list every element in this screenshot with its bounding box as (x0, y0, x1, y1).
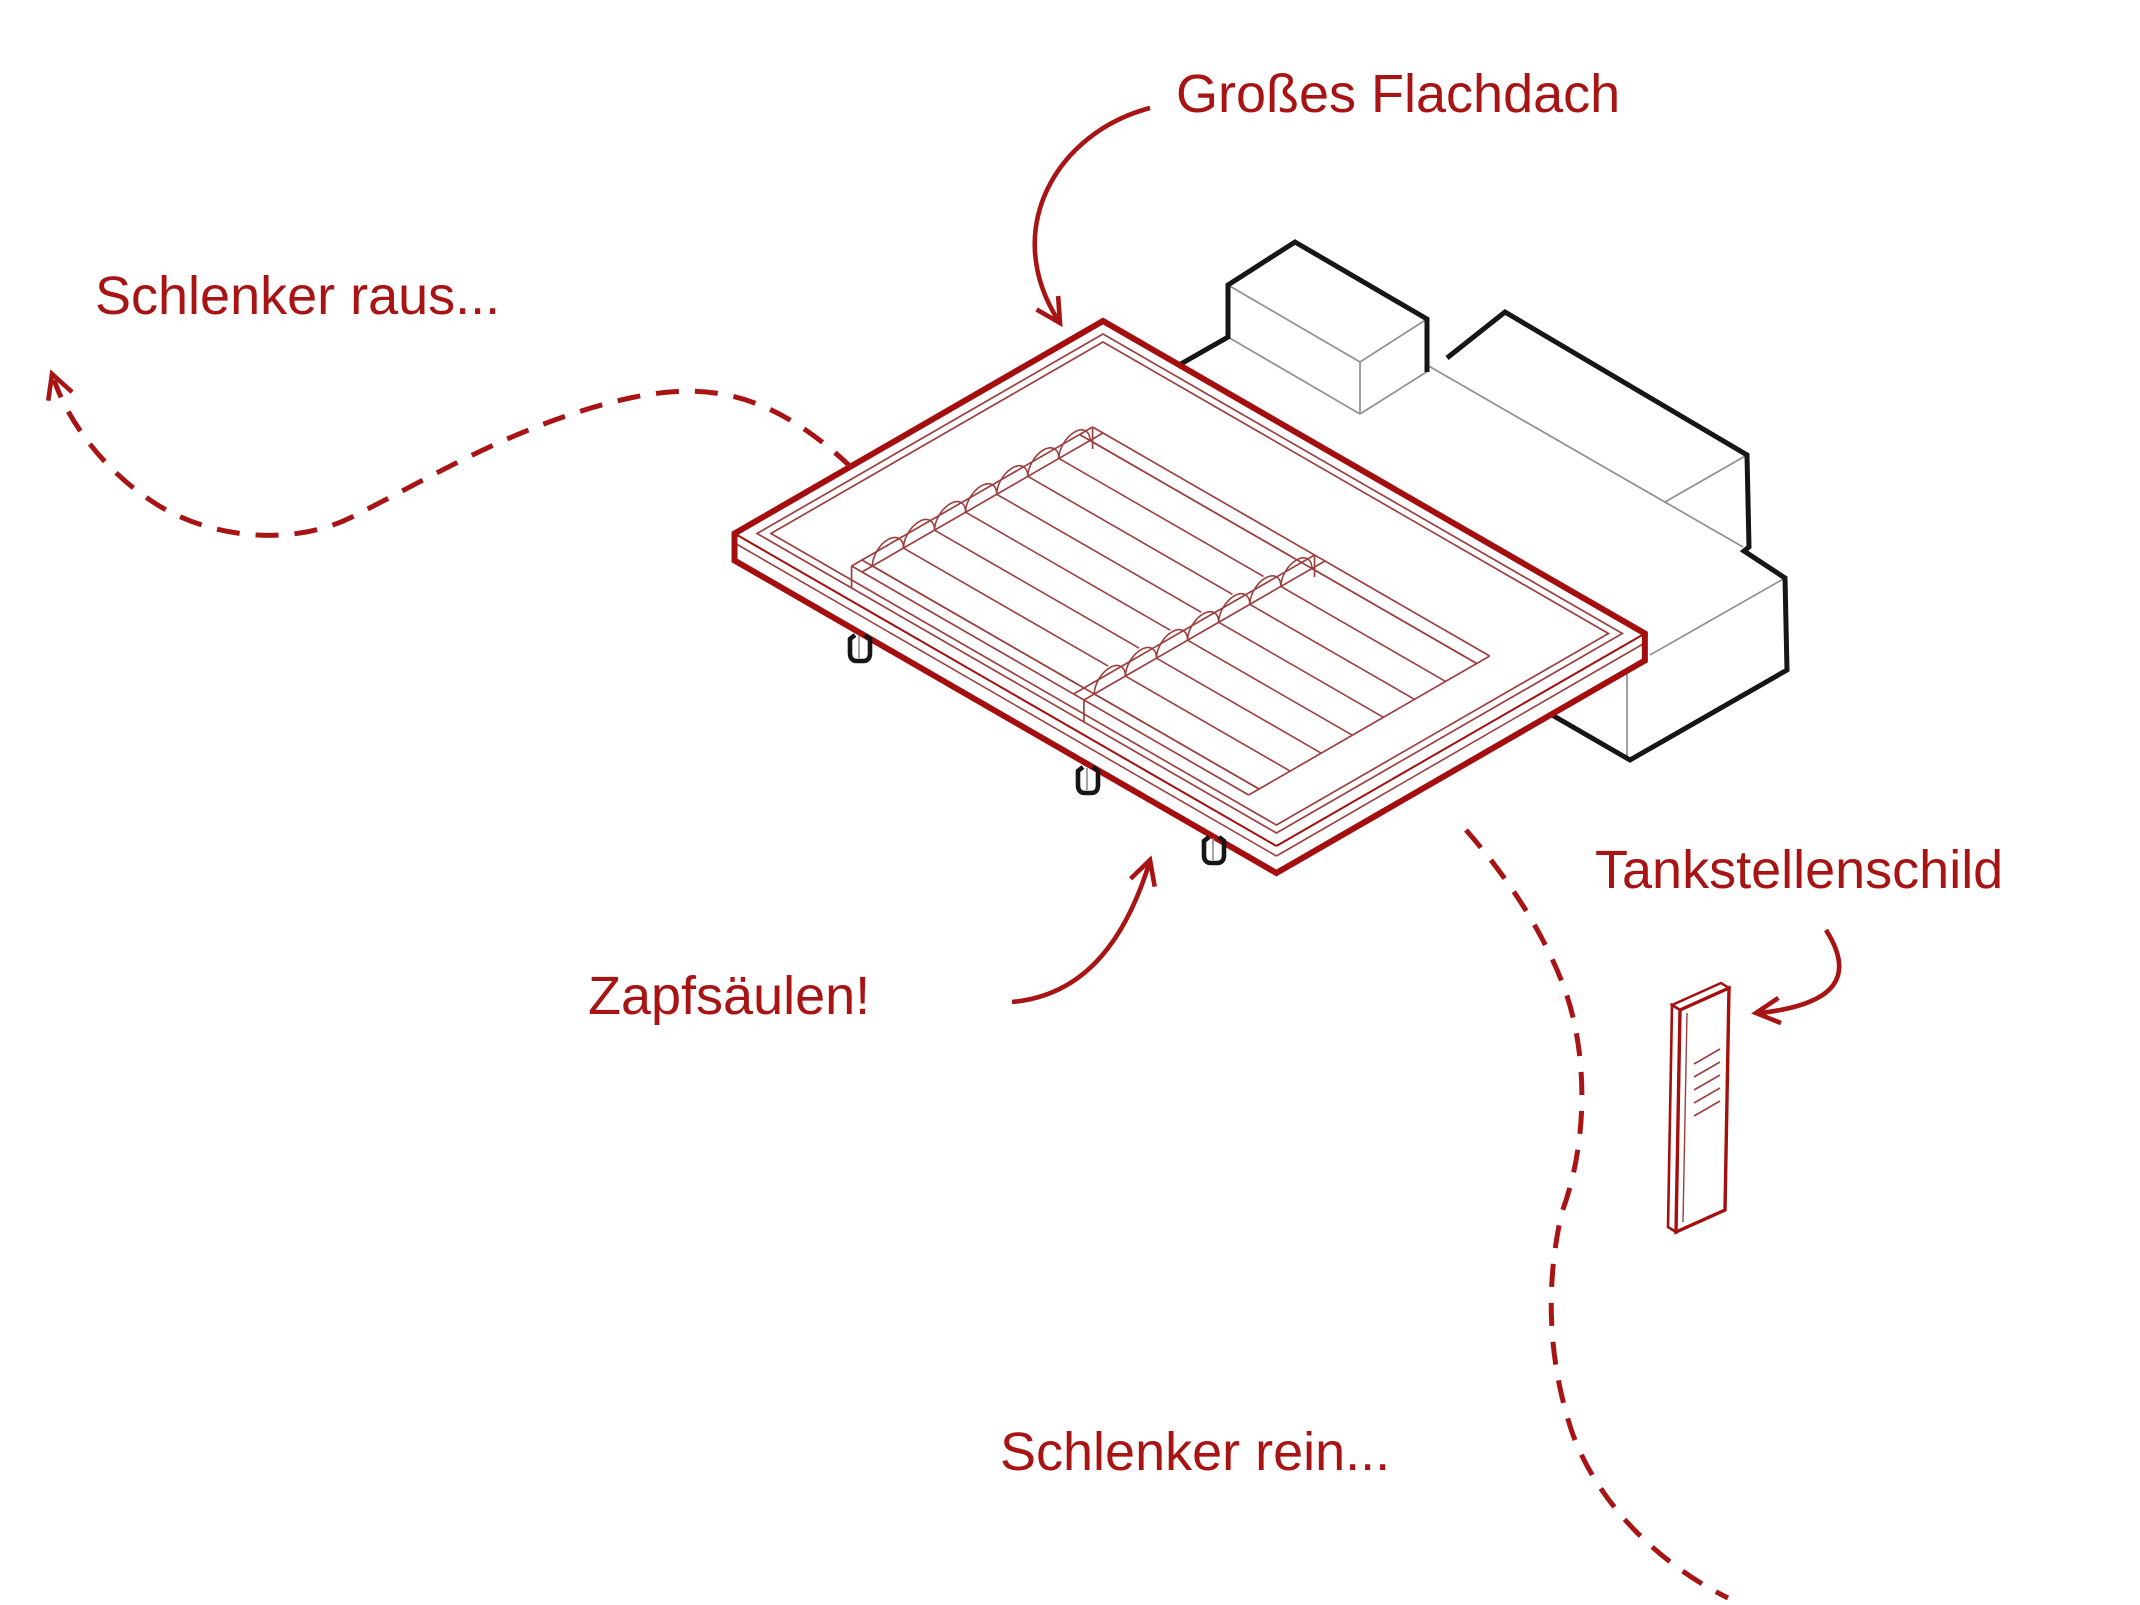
fuel-pump-icon (1201, 835, 1227, 866)
vault-arch (1058, 429, 1091, 459)
sign-text-hatch (1693, 1048, 1721, 1065)
flat-roof-arrowhead (1035, 295, 1063, 328)
fuel-pumps-label: Zapfsäulen! (588, 966, 871, 1026)
rooftop-box-edge (1227, 336, 1361, 415)
vault-valley-line (934, 529, 1140, 649)
flat-roof-label: Großes Flachdach (1176, 64, 1621, 124)
rooftop-box-face (1228, 285, 1360, 414)
rooftop-box-edge (1359, 370, 1429, 415)
vault-valley-line (1280, 585, 1446, 683)
fuel-pumps-arrowhead (1128, 855, 1157, 887)
vault-arch (1186, 610, 1220, 641)
vault-valley-line (1311, 567, 1478, 665)
vault-arch (1280, 557, 1313, 587)
vault-arch (933, 500, 967, 531)
vault-arch (871, 536, 905, 567)
rooftop-box-silhouette (1170, 239, 1430, 372)
flat-roof-arrow (1032, 105, 1151, 322)
roof-edge-line (735, 542, 1277, 857)
ceiling-beam-line (1083, 560, 1326, 701)
station-sign-arrowhead (1751, 995, 1782, 1026)
vault-valley-line (1125, 675, 1291, 772)
sign-text-hatch (1693, 1061, 1721, 1078)
exit-swerve-dashed-path (51, 379, 854, 538)
vault-arch (1093, 664, 1127, 695)
vault-valley-line (903, 547, 1109, 667)
roof-fascia-line (755, 333, 1625, 834)
rooftop-box-edge (1359, 318, 1428, 363)
pump-outline (847, 633, 873, 664)
roof-crease (734, 532, 1277, 847)
roof-side-face (734, 533, 1277, 873)
vault-valley-line (1058, 457, 1264, 578)
vault-valley-line (1249, 603, 1415, 701)
roof-fascia-line (769, 341, 1611, 826)
building-edge (1649, 577, 1786, 656)
canopy-flat-roof (731, 317, 1648, 877)
building-edge (1664, 454, 1748, 503)
ceiling-beam-line (861, 432, 1104, 573)
rooftop-box-face (1228, 242, 1427, 362)
ceiling-beam-line (851, 426, 1094, 567)
building-edge (1419, 360, 1744, 548)
ceiling-beam-line (1092, 426, 1491, 657)
pump-outline (1075, 765, 1101, 796)
vault-valley-line (1089, 439, 1296, 560)
vault-arch (1155, 628, 1189, 659)
vault-valley-line (1218, 621, 1384, 718)
station-building (1170, 239, 1790, 763)
fuel-pump-icon (1075, 765, 1101, 796)
vault-valley-line (965, 511, 1171, 631)
sign-text-hatch (1693, 1074, 1721, 1091)
vault-arch (1027, 447, 1060, 477)
vault-arch (902, 518, 936, 549)
ceiling-beam-line (1073, 554, 1315, 695)
building-silhouette (1445, 308, 1790, 763)
vault-valley-line (1093, 693, 1260, 790)
station-sign (1666, 981, 1732, 1235)
vault-valley-line (996, 493, 1202, 613)
sign-front-edge (1674, 985, 1731, 1235)
vault-arch (1249, 575, 1282, 605)
fuel-pumps-arrow (1011, 863, 1152, 1005)
entry-swerve-dashed-path (1464, 828, 1730, 1601)
roof-edge-line (1275, 642, 1645, 857)
sign-text-hatch (1693, 1087, 1721, 1104)
roof-top-face (734, 321, 1645, 846)
vault-valley-line (1156, 657, 1322, 754)
ceiling-beam-line (851, 565, 1250, 796)
sign-front-face (1676, 988, 1729, 1232)
rooftop-box-edge (1227, 284, 1361, 363)
exit-swerve-arrowhead (45, 369, 74, 402)
fuel-pump-icon (847, 633, 873, 664)
vault-valley-line (871, 565, 1078, 685)
swerve-out-label: Schlenker raus... (95, 266, 501, 326)
ceiling-beam-line (1248, 655, 1491, 796)
vault-valley-line (1187, 639, 1353, 736)
roof-side-face (1276, 633, 1645, 873)
vault-arch (1217, 593, 1251, 623)
station-sign-arrow (1759, 928, 1842, 1016)
vault-arch (964, 482, 998, 513)
vault-arch (1124, 646, 1158, 677)
swerve-in-label: Schlenker rein... (1000, 1422, 1391, 1482)
roof-outline (731, 317, 1648, 877)
pump-outline (1201, 835, 1227, 866)
vault-valley-line (1027, 475, 1233, 596)
sign-top-face (1672, 983, 1729, 1010)
station-sign-label: Tankstellenschild (1595, 840, 2004, 900)
sign-text-hatch (1693, 1100, 1721, 1117)
sign-inner-line (1682, 1012, 1688, 1223)
roof-crease (1275, 632, 1646, 847)
annotation-arrows (45, 105, 1842, 1601)
fuel-pumps (847, 633, 1227, 866)
rooftop-box-face (1360, 319, 1427, 414)
vault-arch (995, 465, 1029, 495)
